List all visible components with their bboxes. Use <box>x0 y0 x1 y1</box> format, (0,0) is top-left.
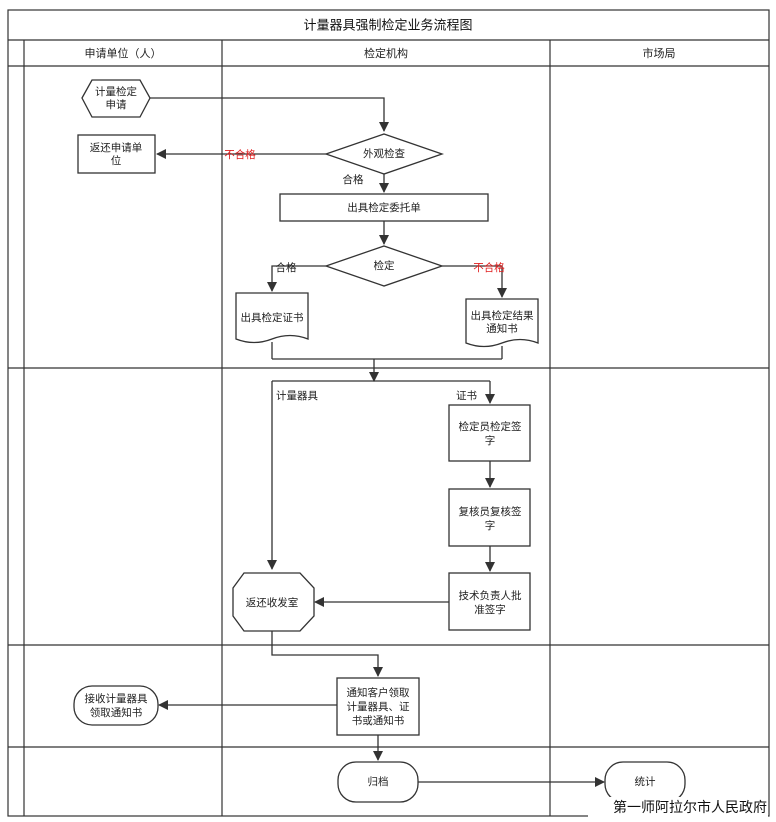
node-issue-order: 出具检定委托单 <box>279 193 489 222</box>
node-receive-line1: 接收计量器具 <box>85 692 148 705</box>
node-inspector-sign-line1: 检定员检定签 <box>459 420 522 433</box>
edge-return-to-notify <box>271 631 383 677</box>
node-inspector-sign-line2: 字 <box>485 434 496 447</box>
node-receive-line2: 领取通知书 <box>90 706 143 719</box>
edge-label-instruments: 计量器具 <box>276 389 318 402</box>
node-tech-approve: 技术负责人批 准签字 <box>448 572 531 631</box>
node-visual-check: 外观检查 <box>324 133 444 175</box>
node-notify-customer-line1: 通知客户领取 <box>347 686 410 699</box>
node-archive: 归档 <box>337 761 419 803</box>
node-issue-result: 出具检定结果 通知书 <box>465 298 539 348</box>
node-issue-order-label: 出具检定委托单 <box>347 201 421 214</box>
node-tech-approve-line1: 技术负责人批 <box>459 589 522 602</box>
node-return-room: 返还收发室 <box>232 572 315 632</box>
node-tech-approve-line2: 准签字 <box>474 603 506 616</box>
node-statistics-label: 统计 <box>635 775 656 788</box>
node-return-applicant-line1: 返还申请单 <box>90 141 143 154</box>
node-reviewer-sign: 复核员复核签 字 <box>448 488 531 547</box>
edge-label-certificate: 证书 <box>456 390 477 402</box>
node-reviewer-sign-line1: 复核员复核签 <box>459 505 522 518</box>
node-return-applicant-line2: 位 <box>111 154 122 167</box>
node-issue-result-line2: 通知书 <box>486 322 518 335</box>
node-notify-customer: 通知客户领取 计量器具、证 书或通知书 <box>336 677 420 736</box>
lane-header-agency: 检定机构 <box>364 46 408 60</box>
watermark: 第一师阿拉尔市人民政府 <box>588 797 768 819</box>
node-receive: 接收计量器具 领取通知书 <box>73 685 159 726</box>
edge-label-fail-visual: 不合格 <box>224 148 256 161</box>
edge-label-pass-visual: 合格 <box>343 173 364 186</box>
diagram-title: 计量器具强制检定业务流程图 <box>303 18 472 34</box>
node-issue-cert: 出具检定证书 <box>235 292 309 344</box>
connectors <box>150 97 605 787</box>
watermark-text: 第一师阿拉尔市人民政府 <box>613 799 767 816</box>
lane-header-applicant: 申请单位（人） <box>85 46 162 60</box>
node-statistics: 统计 <box>604 761 686 803</box>
node-issue-result-line1: 出具检定结果 <box>471 309 534 322</box>
edge-verify-fail <box>442 265 507 298</box>
node-notify-customer-line3: 书或通知书 <box>352 714 405 727</box>
node-apply: 计量检定 申请 <box>81 79 151 118</box>
node-verify: 检定 <box>324 245 444 287</box>
edge-label-pass-verify: 合格 <box>276 261 297 274</box>
node-apply-line2: 申请 <box>106 98 127 111</box>
node-notify-customer-line2: 计量器具、证 <box>347 700 410 713</box>
node-return-applicant: 返还申请单 位 <box>77 134 156 174</box>
edge-apply-to-visual <box>150 97 389 132</box>
node-inspector-sign: 检定员检定签 字 <box>448 404 531 462</box>
swimlane-grid <box>7 9 770 817</box>
node-return-room-label: 返还收发室 <box>246 596 299 609</box>
node-apply-line1: 计量检定 <box>95 85 137 98</box>
node-visual-check-label: 外观检查 <box>363 147 405 160</box>
node-reviewer-sign-line2: 字 <box>485 519 496 532</box>
lane-header-market: 市场局 <box>643 46 676 60</box>
node-issue-cert-label: 出具检定证书 <box>241 311 304 324</box>
edge-label-fail-verify: 不合格 <box>473 261 505 274</box>
edge-verify-pass <box>267 265 326 292</box>
node-archive-label: 归档 <box>368 775 389 788</box>
node-verify-label: 检定 <box>374 259 395 272</box>
